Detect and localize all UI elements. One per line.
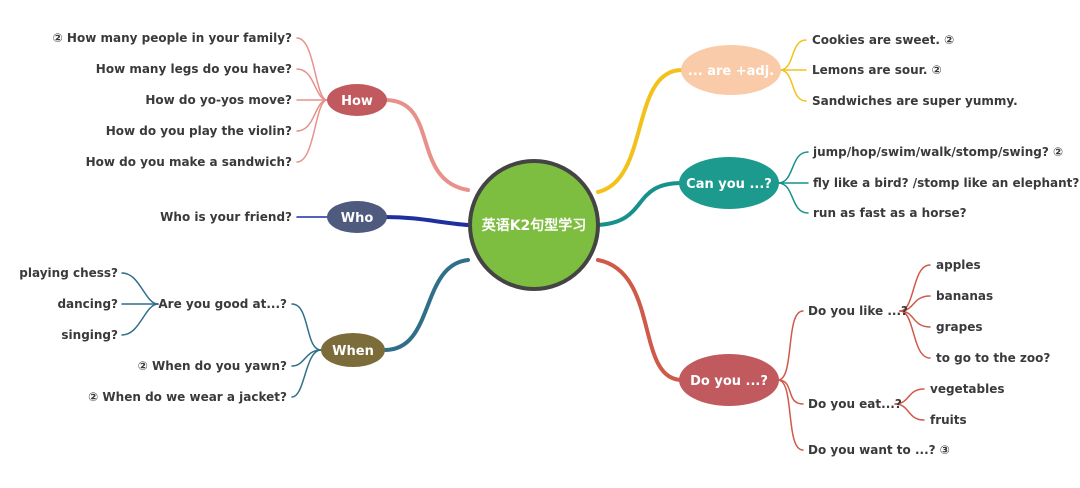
who-branch-line — [383, 215, 470, 227]
how-node[interactable]: How — [327, 84, 387, 116]
do-eat-label: Do you eat...? — [808, 397, 902, 411]
good-at-leaf-line — [121, 272, 159, 305]
when-branch-line — [383, 258, 470, 352]
can-leaf-line — [777, 151, 809, 184]
do-leaf-line — [777, 379, 804, 405]
how-item: How do yo-yos move? — [145, 93, 292, 107]
how-item: How do you make a sandwich? — [86, 155, 292, 169]
like-item: to go to the zoo? — [936, 351, 1050, 365]
adj-leaf-line — [779, 69, 807, 102]
good-at-leaf-line — [121, 303, 159, 336]
how-leaf-line — [296, 68, 328, 101]
how-item: How many legs do you have? — [96, 62, 292, 76]
adj-item: Sandwiches are super yummy. — [812, 94, 1018, 108]
do-leaf-lines — [777, 264, 931, 451]
adj-item: Lemons are sour. ② — [812, 63, 942, 77]
do-leaf-line — [777, 379, 804, 451]
adj-item: Cookies are sweet. ② — [812, 33, 954, 47]
good-at-item: playing chess? — [19, 266, 118, 280]
who-node-label: Who — [341, 211, 374, 226]
can-leaf-line — [777, 182, 809, 214]
do-node-label: Do you ...? — [690, 374, 768, 389]
can-node-label: Can you ...? — [686, 177, 772, 192]
do-want-label: Do you want to ...? ③ — [808, 443, 950, 457]
can-item: run as fast as a horse? — [813, 206, 967, 220]
do-leaf-line — [777, 310, 804, 381]
can-item: fly like a bird? /stomp like an elephant… — [813, 176, 1079, 190]
how-leaf-lines — [296, 37, 328, 163]
good-at-item: dancing? — [57, 297, 118, 311]
adj-node-label: ... are +adj. — [688, 64, 774, 79]
can-item: jump/hop/swim/walk/stomp/swing? ② — [812, 145, 1063, 159]
when-leaf-line — [291, 349, 322, 398]
eat-leaf-line — [894, 403, 925, 421]
who-item: Who is your friend? — [160, 210, 292, 224]
adj-branch-line — [596, 68, 684, 194]
center-label: 英语K2句型学习 — [481, 217, 587, 234]
do-node[interactable]: Do you ...? — [679, 354, 779, 406]
good-at-item: singing? — [61, 328, 118, 342]
do-branch-line — [596, 258, 684, 382]
like-item: apples — [936, 258, 981, 272]
can-branch-line — [596, 181, 684, 227]
do-like-label: Do you like ...? — [808, 304, 908, 318]
when-node[interactable]: When — [321, 333, 385, 367]
how-branch-line — [383, 98, 470, 192]
when-item: ② When do we wear a jacket? — [88, 390, 287, 404]
can-leaf-lines — [777, 151, 809, 214]
can-node[interactable]: Can you ...? — [679, 157, 779, 209]
eat-item: vegetables — [930, 382, 1005, 396]
when-leaf-lines — [121, 272, 322, 398]
like-item: grapes — [936, 320, 982, 334]
when-leaf-line — [291, 303, 322, 351]
like-item: bananas — [936, 289, 993, 303]
center-node[interactable]: 英语K2句型学习 — [468, 159, 600, 291]
how-leaf-line — [296, 99, 328, 163]
eat-item: fruits — [930, 413, 967, 427]
how-item: How do you play the violin? — [106, 124, 292, 138]
adj-leaf-lines — [779, 39, 807, 102]
like-leaf-line — [899, 310, 931, 359]
who-node[interactable]: Who — [327, 201, 387, 233]
how-item: ② How many people in your family? — [53, 31, 292, 45]
adj-node[interactable]: ... are +adj. — [681, 45, 781, 95]
how-node-label: How — [341, 94, 373, 109]
when-item: ② When do you yawn? — [138, 359, 287, 373]
good-at-label: Are you good at...? — [158, 297, 287, 311]
when-leaf-line — [291, 349, 322, 367]
like-leaf-line — [899, 264, 931, 312]
when-node-label: When — [332, 344, 374, 359]
adj-leaf-line — [779, 39, 807, 71]
